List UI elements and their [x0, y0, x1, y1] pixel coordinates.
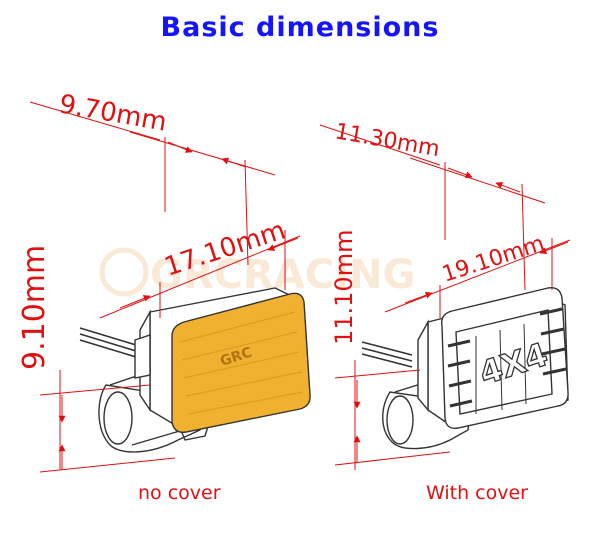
- watermark-text: GRCRACING: [150, 252, 415, 298]
- watermark: GRCRACING: [99, 247, 415, 298]
- right-depth-label: 11.30mm: [333, 119, 442, 162]
- dimension-lines-right: [319, 124, 571, 470]
- page-title: Basic dimensions: [160, 12, 440, 43]
- caption-no-cover: no cover: [138, 482, 221, 504]
- right-height-label: 11.10mm: [330, 230, 358, 345]
- dimension-lines-left: [29, 101, 301, 473]
- lens-amber: GRC: [171, 292, 311, 433]
- right-width-label: 19.10mm: [439, 231, 547, 287]
- left-depth-label: 9.70mm: [57, 89, 169, 137]
- protective-cover: 4X4: [441, 287, 569, 429]
- left-height-label: 9.10mm: [17, 245, 52, 370]
- caption-with-cover: With cover: [426, 482, 528, 504]
